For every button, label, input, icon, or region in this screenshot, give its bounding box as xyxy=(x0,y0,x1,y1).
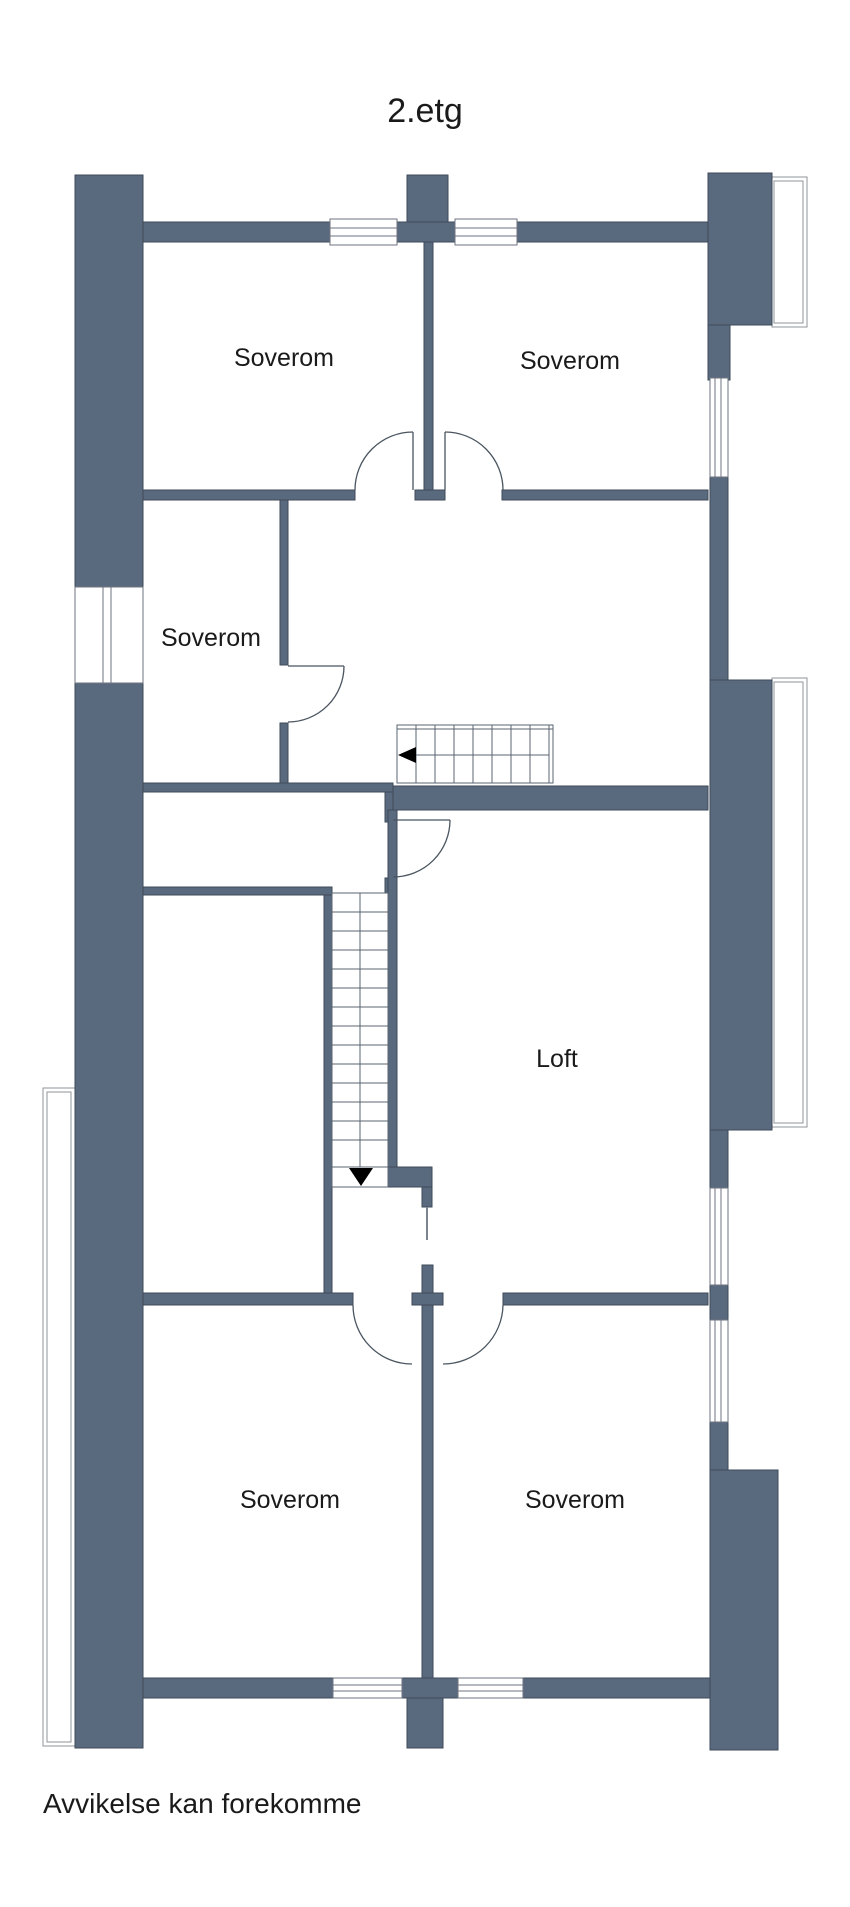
wall-h1-middle xyxy=(414,489,446,501)
door-soverom-top-right xyxy=(444,431,504,491)
windows xyxy=(74,218,729,1699)
wall-shaft-jog xyxy=(387,1166,433,1188)
label-loft: Loft xyxy=(536,1045,578,1073)
label-soverom-bottom-left: Soverom xyxy=(240,1486,340,1514)
stair-direction-left-arrow-icon xyxy=(398,747,416,763)
label-soverom-middle-left: Soverom xyxy=(161,624,261,652)
balcony-left xyxy=(42,1087,76,1747)
wall-stair-shaft-left xyxy=(323,894,333,1294)
window-left-wall xyxy=(74,586,144,684)
disclaimer-text: Avvikelse kan forekomme xyxy=(43,1788,362,1819)
wall-bottom-right xyxy=(522,1677,711,1699)
door-soverom-bottom-right xyxy=(442,1304,504,1365)
balcony-right xyxy=(771,677,808,1128)
label-soverom-top-left: Soverom xyxy=(234,344,334,372)
page-title: 2.etg xyxy=(387,92,463,130)
wall-divider-bottom-bedrooms xyxy=(421,1304,434,1679)
wall-right-d xyxy=(709,1421,729,1471)
wall-left-upper xyxy=(74,174,144,588)
door-soverom-middle-left xyxy=(287,665,345,723)
window-bottom-left xyxy=(332,1677,403,1699)
staircase-upper-run xyxy=(396,724,554,784)
staircase-lower-run xyxy=(331,892,389,1188)
wall-h5-left xyxy=(142,1292,354,1306)
room-labels: Soverom Soverom Soverom Loft Soverom Sov… xyxy=(161,344,625,1514)
wall-h3-stair-hall xyxy=(392,785,709,811)
wall-right-jog xyxy=(707,324,731,381)
wall-stub-b xyxy=(421,1264,434,1294)
wall-right-c xyxy=(709,1284,729,1321)
wall-divider-top-bedrooms xyxy=(423,241,434,491)
wall-top-right xyxy=(516,221,709,243)
wall-top-left xyxy=(142,221,331,243)
wall-bottom-middle xyxy=(401,1677,459,1699)
wall-top-middle xyxy=(396,221,456,243)
wall-middle-soverom-right-lower xyxy=(279,722,289,787)
wall-right-a xyxy=(709,476,729,681)
label-soverom-bottom-right: Soverom xyxy=(525,1486,625,1514)
wall-stair-shaft-right xyxy=(387,809,398,1168)
wall-bottom-left xyxy=(142,1677,334,1699)
balconies xyxy=(42,176,808,1747)
walls xyxy=(74,172,779,1751)
wall-left-lower xyxy=(74,682,144,1749)
label-soverom-top-right: Soverom xyxy=(520,347,620,375)
door-loft-landing xyxy=(392,819,451,878)
window-top-right xyxy=(454,218,518,246)
wall-h5-right xyxy=(502,1292,709,1306)
wall-h5-middle xyxy=(411,1292,444,1306)
wall-stub-a xyxy=(421,1186,433,1208)
wall-block-top-right xyxy=(707,172,773,326)
doors xyxy=(287,431,504,1365)
wall-block-bottom-right xyxy=(709,1469,779,1751)
window-bottom-right xyxy=(457,1677,524,1699)
balcony-left-inner-line xyxy=(46,1091,72,1743)
door-soverom-bottom-left xyxy=(352,1304,413,1365)
balcony-top-right xyxy=(771,176,808,328)
wall-h1-left xyxy=(142,489,356,501)
door-soverom-top-left xyxy=(354,431,414,491)
window-right-upper xyxy=(709,377,729,478)
wall-top-stub xyxy=(406,174,449,223)
window-top-left xyxy=(329,218,398,246)
wall-right-b xyxy=(709,1129,729,1189)
balcony-top-right-inner-line xyxy=(773,180,804,324)
stair-direction-down-arrow-icon xyxy=(349,1168,373,1186)
window-right-middle xyxy=(709,1187,729,1286)
wall-middle-soverom-right-upper xyxy=(279,499,289,666)
balcony-right-inner-line xyxy=(773,681,804,1124)
wall-h4 xyxy=(142,886,333,896)
window-right-lower xyxy=(709,1319,729,1423)
wall-h2 xyxy=(142,782,394,793)
wall-block-right xyxy=(709,679,773,1131)
wall-h1-right xyxy=(501,489,709,501)
wall-bottom-stub xyxy=(406,1697,444,1749)
